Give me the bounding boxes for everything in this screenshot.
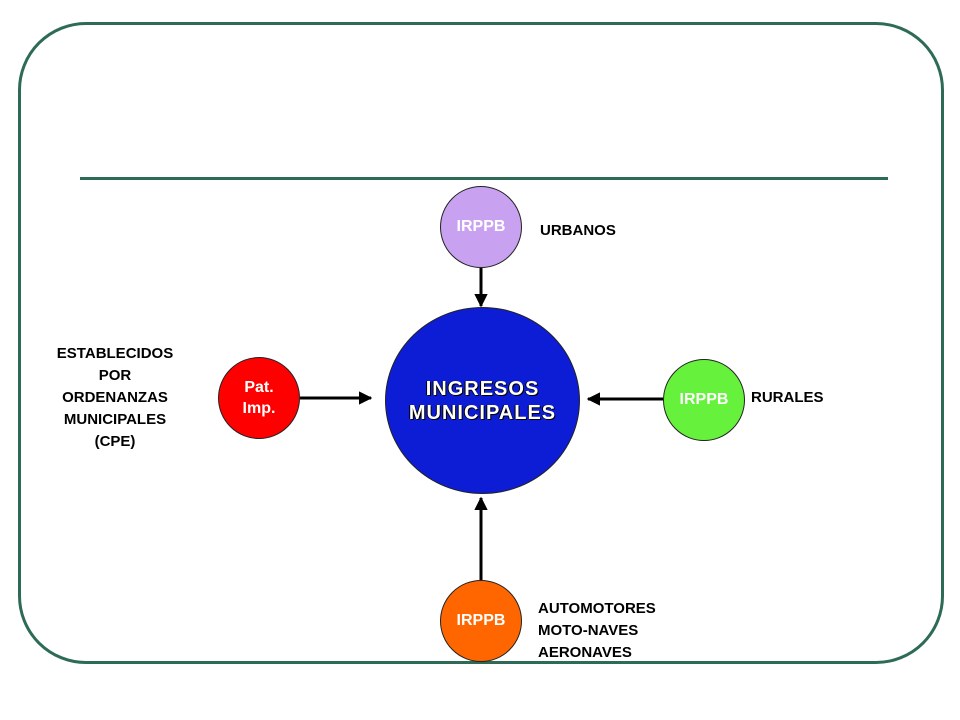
- label-line: ORDENANZAS: [62, 389, 168, 406]
- center-line-1: INGRESOS: [425, 377, 540, 400]
- slide-frame: [18, 22, 944, 664]
- node-label: IRPPB: [456, 218, 506, 235]
- label-line: AUTOMOTORES: [538, 600, 656, 617]
- title-rule: [80, 177, 888, 180]
- node-label-line-2: Imp.: [242, 400, 276, 417]
- node-irppb-urbanos: IRPPB: [440, 186, 522, 268]
- node-irppb-rurales: IRPPB: [663, 359, 745, 441]
- label-urbanos: URBANOS: [540, 220, 616, 242]
- center-node-ingresos-municipales: INGRESOS MUNICIPALES: [385, 307, 580, 494]
- node-label: IRPPB: [679, 391, 729, 408]
- node-irppb-automotores: IRPPB: [440, 580, 522, 662]
- label-line: RURALES: [751, 389, 824, 406]
- label-line: URBANOS: [540, 222, 616, 239]
- label-line: MUNICIPALES: [63, 411, 167, 428]
- label-establecidos: ESTABLECIDOS POR ORDENANZAS MUNICIPALES …: [36, 343, 194, 453]
- label-rurales: RURALES: [751, 387, 824, 409]
- label-line: POR: [98, 367, 132, 384]
- label-line: (CPE): [94, 433, 136, 450]
- label-automotores: AUTOMOTORES MOTO-NAVES AERONAVES: [538, 598, 656, 664]
- label-line: ESTABLECIDOS: [56, 345, 174, 362]
- label-line: MOTO-NAVES: [538, 622, 639, 639]
- label-line: AERONAVES: [538, 644, 632, 661]
- node-label: IRPPB: [456, 612, 506, 629]
- node-pat-imp: Pat. Imp.: [218, 357, 300, 439]
- center-line-2: MUNICIPALES: [408, 401, 557, 424]
- node-label-line-1: Pat.: [244, 379, 274, 396]
